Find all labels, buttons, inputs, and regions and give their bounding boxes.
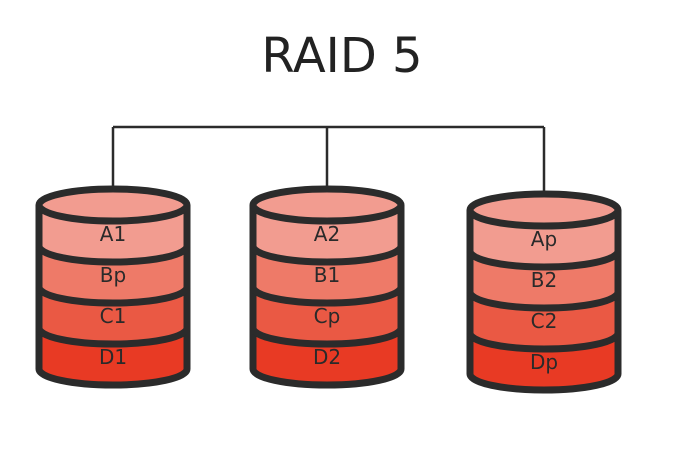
block-label: C2 (531, 309, 558, 333)
block-label: Dp (530, 350, 558, 374)
segment-divider (35, 286, 191, 307)
block-label: B2 (531, 268, 557, 292)
block-label: A2 (314, 222, 340, 246)
segment-divider (466, 250, 622, 271)
segment-divider (249, 245, 405, 266)
diagram-title: RAID 5 (261, 28, 423, 84)
controller-bus (111, 125, 546, 210)
disk-outline (35, 205, 191, 389)
disk-top-cap (466, 190, 622, 230)
disk-outline (466, 210, 622, 394)
block-label: Cp (314, 304, 341, 328)
segment-divider (35, 245, 191, 266)
segment-divider (466, 332, 622, 353)
block-label: D2 (313, 345, 341, 369)
segment-divider (466, 291, 622, 312)
block-label: Bp (100, 263, 126, 287)
block-label: D1 (99, 345, 127, 369)
segment-divider (35, 327, 191, 348)
block-label: A1 (100, 222, 126, 246)
block-label: C1 (100, 304, 127, 328)
block-label: Ap (531, 227, 557, 251)
block-label: B1 (314, 263, 340, 287)
disk-top-cap (249, 185, 405, 225)
disk-top-cap (35, 185, 191, 225)
segment-divider (249, 286, 405, 307)
disk-outline (249, 205, 405, 389)
segment-divider (249, 327, 405, 348)
